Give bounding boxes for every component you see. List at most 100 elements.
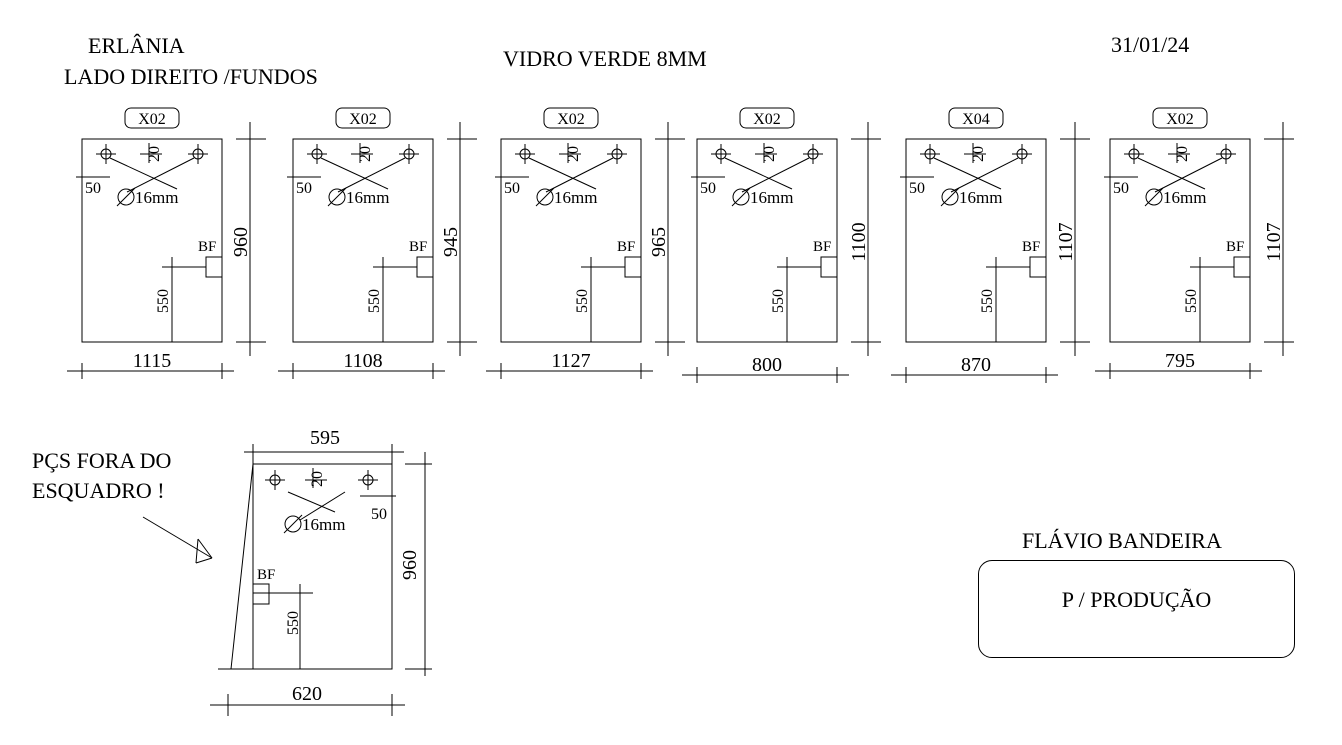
production-stamp-text: P / PRODUÇÃO: [1061, 587, 1212, 612]
diameter-circle: [941, 188, 959, 206]
hole-diameter-label: 16mm: [554, 188, 597, 207]
leader-line-right: [126, 157, 195, 193]
note-arrow: [142, 516, 213, 564]
panel-outline: [696, 138, 838, 343]
note-arrow-head-upper: [197, 538, 213, 559]
special-top-hole-left: [265, 470, 285, 490]
height-label: 1107: [1055, 222, 1077, 261]
width-label: 795: [1165, 350, 1195, 372]
diameter-slash: [283, 514, 303, 534]
hole-diameter: 16mm: [731, 187, 793, 207]
special-panel-outline: [230, 463, 393, 670]
quantity-tag: X04: [948, 107, 1004, 129]
quantity-tag: X02: [543, 107, 599, 129]
panel-outline: [500, 138, 642, 343]
production-stamp: P / PRODUÇÃO: [978, 560, 1295, 658]
quantity-tag-box: [739, 107, 795, 129]
lock-cutout: [416, 256, 434, 278]
leader-line-right: [741, 157, 810, 193]
leader-line-left: [1137, 157, 1206, 190]
lock-cutout: [820, 256, 838, 278]
panel-outline: [905, 138, 1047, 343]
leader-line-left: [724, 157, 793, 190]
top-width-label: 595: [310, 427, 340, 449]
diameter-circle: [328, 188, 346, 206]
width-label: 1108: [343, 350, 382, 372]
diameter-slash: [116, 187, 136, 207]
panel-outline: [81, 138, 223, 343]
width-label: 1127: [551, 350, 590, 372]
lock-height-label: 550: [979, 289, 996, 313]
hole-offset-label: 50: [700, 180, 716, 197]
top-hole-right: [607, 144, 627, 164]
lock-cutout: [1029, 256, 1047, 278]
top-hole-left: [307, 144, 327, 164]
diameter-circle: [284, 515, 302, 533]
leader-line-right: [545, 157, 614, 193]
leader-line-left: [528, 157, 597, 190]
side-label: LADO DIREITO /FUNDOS: [64, 64, 318, 89]
hole-offset-label: 50: [85, 180, 101, 197]
special-hole-spacing-label: 20: [309, 471, 326, 487]
special-top-hole-right: [358, 470, 378, 490]
top-hole-right: [1216, 144, 1236, 164]
quantity-tag: X02: [1152, 107, 1208, 129]
author-name: FLÁVIO BANDEIRA: [1022, 528, 1222, 553]
quantity-tag-label: X02: [349, 111, 377, 128]
diameter-slash: [1144, 187, 1164, 207]
quantity-tag-box: [1152, 107, 1208, 129]
hole-spacing-label: 20: [565, 146, 582, 162]
quantity-tag-label: X02: [1166, 111, 1194, 128]
hole-diameter-label: 16mm: [346, 188, 389, 207]
hole-diameter: 16mm: [535, 187, 597, 207]
top-hole-left: [1124, 144, 1144, 164]
bottom-width-label: 620: [292, 683, 322, 705]
leader-line-left: [933, 157, 1002, 190]
width-label: 1115: [133, 350, 172, 372]
hole-diameter-label: 16mm: [750, 188, 793, 207]
glass-spec: VIDRO VERDE 8MM: [503, 46, 707, 71]
hole-spacing-label: 20: [1174, 146, 1191, 162]
panel-outline: [1109, 138, 1251, 343]
hole-offset-label: 50: [504, 180, 520, 197]
diameter-slash: [327, 187, 347, 207]
top-hole-left: [920, 144, 940, 164]
quantity-tag-box: [124, 107, 180, 129]
note-arrow-head-back: [195, 538, 199, 564]
out-of-square-note-line2: ESQUADRO !: [32, 478, 165, 503]
hole-diameter-label: 16mm: [135, 188, 178, 207]
height-label: 1100: [848, 222, 870, 261]
quantity-tag: X02: [124, 107, 180, 129]
leader-line-right: [1154, 157, 1223, 193]
quantity-tag: X02: [335, 107, 391, 129]
diameter-circle: [1145, 188, 1163, 206]
note-arrow-head-lower: [195, 557, 213, 564]
hole-spacing-label: 20: [146, 146, 163, 162]
special-lock-label: BF: [257, 567, 275, 583]
height-label: 965: [648, 227, 670, 257]
special-leader-line-right: [299, 491, 346, 521]
lock-label: BF: [1226, 239, 1244, 255]
top-hole-right: [1012, 144, 1032, 164]
special-hole-offset-label: 50: [371, 506, 387, 523]
quantity-tag-label: X02: [557, 111, 585, 128]
top-hole-right: [188, 144, 208, 164]
lock-cutout: [624, 256, 642, 278]
hole-diameter: 16mm: [327, 187, 389, 207]
quantity-tag-label: X02: [138, 111, 166, 128]
special-lock-cutout: [252, 583, 270, 605]
hole-offset-label: 50: [1113, 180, 1129, 197]
quantity-tag-box: [543, 107, 599, 129]
lock-height-label: 550: [770, 289, 787, 313]
diameter-slash: [731, 187, 751, 207]
quantity-tag-label: X02: [753, 111, 781, 128]
hole-offset-label: 50: [296, 180, 312, 197]
lock-height-label: 550: [155, 289, 172, 313]
lock-cutout: [205, 256, 223, 278]
lock-label: BF: [617, 239, 635, 255]
